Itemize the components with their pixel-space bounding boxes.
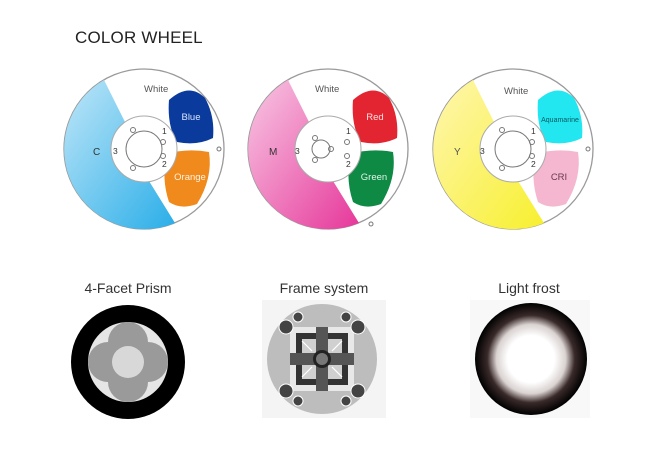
slot-1-segment — [352, 90, 398, 144]
white-label: White — [315, 84, 339, 95]
num-1: 1 — [162, 126, 167, 136]
frost-caption: Light frost — [498, 280, 560, 296]
num-2: 2 — [162, 159, 167, 169]
slot-1-label: Blue — [181, 112, 200, 123]
slot-1-label: Red — [366, 112, 383, 123]
num-1: 1 — [346, 126, 351, 136]
big-label: Y — [454, 147, 461, 158]
slot-2-segment — [348, 150, 394, 207]
slot-2-segment — [164, 150, 210, 207]
big-label: C — [93, 147, 100, 158]
light-frost-image — [474, 302, 588, 416]
slot-1-segment — [537, 90, 583, 144]
slot-2-label: Orange — [174, 172, 206, 183]
page-title: COLOR WHEEL — [75, 28, 203, 47]
num-3: 3 — [480, 146, 485, 156]
big-color-segment — [248, 80, 359, 230]
num-3: 3 — [295, 146, 300, 156]
num-2: 2 — [531, 159, 536, 169]
slot-2-label: CRI — [551, 172, 567, 183]
color-wheel-cyan: C White Blue Orange 1 2 3 — [57, 68, 232, 230]
white-label: White — [504, 86, 528, 97]
big-label: M — [269, 147, 277, 158]
slot-2-label: Green — [361, 172, 387, 183]
color-wheel-magenta: M White Red Green 1 2 3 — [241, 68, 416, 230]
big-color-segment — [64, 80, 175, 230]
frame-caption: Frame system — [279, 280, 369, 296]
frame-system-image — [266, 303, 378, 415]
big-color-segment — [433, 80, 544, 230]
slot-2-segment — [533, 150, 579, 207]
white-label: White — [144, 84, 168, 95]
prism-gobo-image — [70, 304, 186, 420]
slot-1-segment — [168, 90, 214, 144]
num-3: 3 — [113, 146, 118, 156]
prism-caption: 4-Facet Prism — [84, 280, 172, 296]
num-2: 2 — [346, 159, 351, 169]
slot-1-label: Aquamarine — [541, 117, 579, 124]
num-1: 1 — [531, 126, 536, 136]
color-wheel-yellow: Y White Aquamarine CRI 1 2 3 — [426, 68, 601, 230]
